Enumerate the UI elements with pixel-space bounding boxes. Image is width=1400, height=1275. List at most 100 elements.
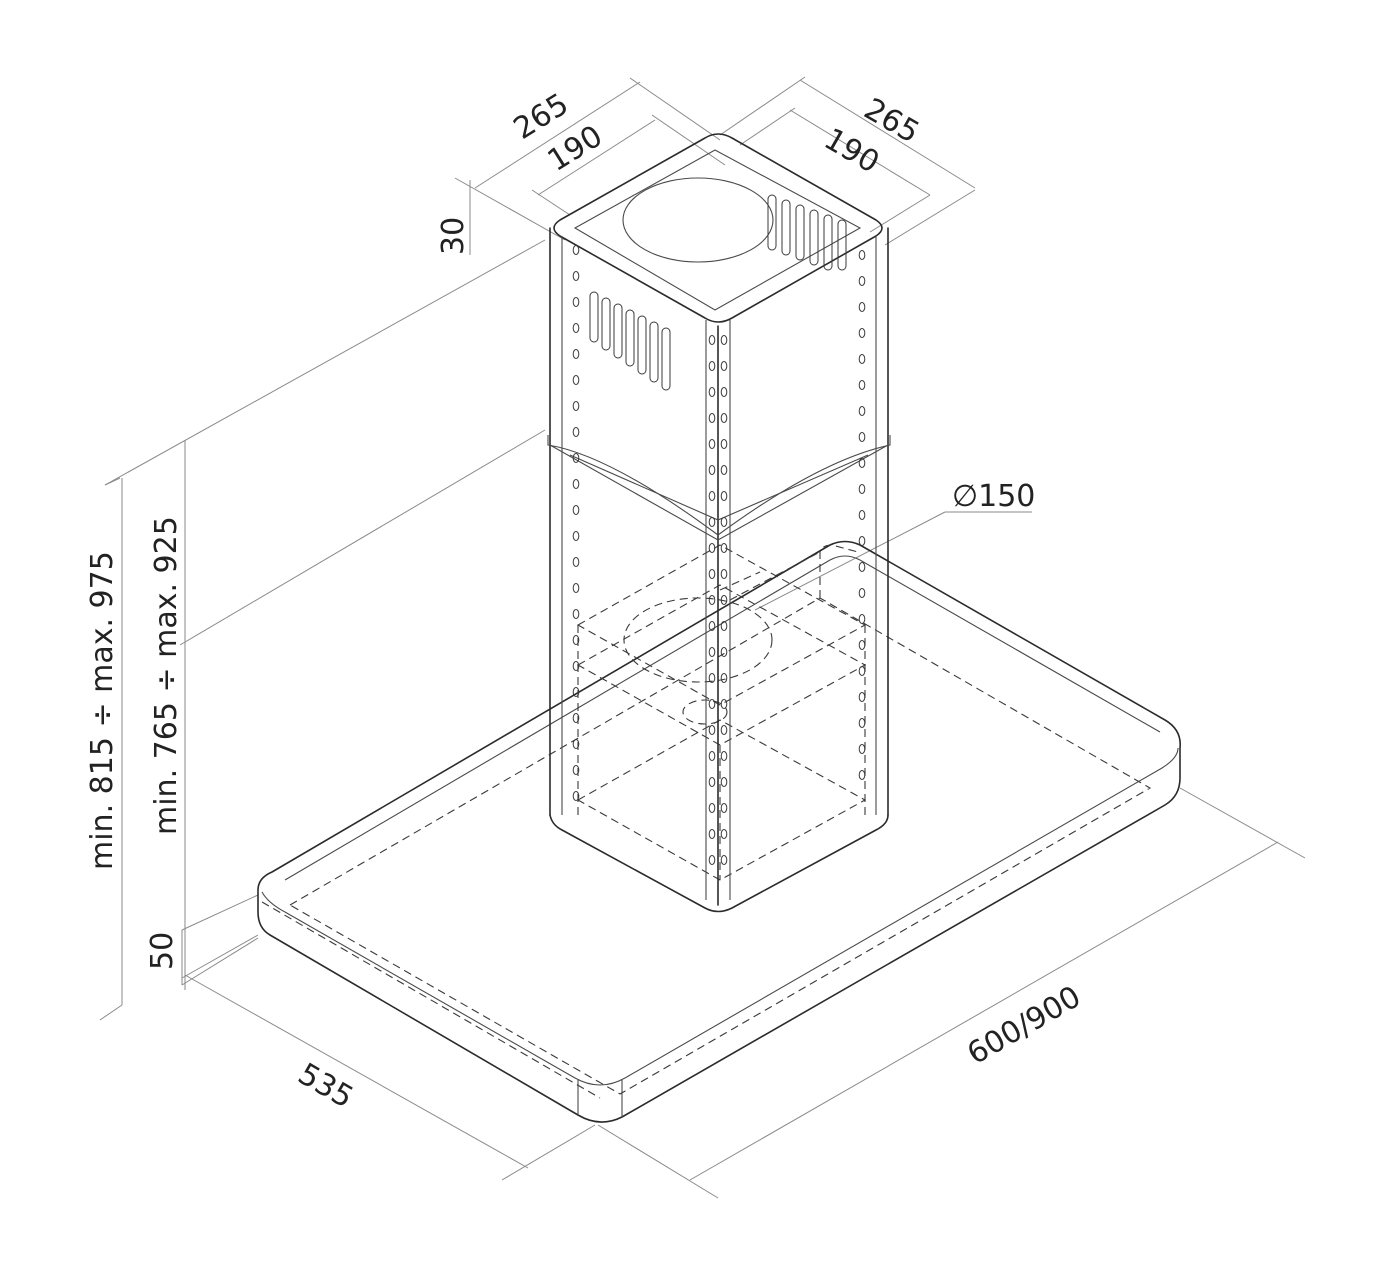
mounting-hole bbox=[708, 543, 716, 553]
mounting-hole bbox=[708, 335, 716, 345]
mounting-hole bbox=[858, 588, 866, 598]
dim-duct-diameter: ∅150 bbox=[952, 479, 1035, 514]
mounting-hole bbox=[720, 465, 728, 475]
mounting-hole bbox=[708, 465, 716, 475]
mounting-hole bbox=[858, 536, 866, 546]
dim-height-chimney: min. 765 ÷ max. 925 bbox=[149, 516, 184, 835]
mounting-hole bbox=[720, 673, 728, 683]
mounting-hole bbox=[858, 432, 866, 442]
mounting-hole bbox=[708, 751, 716, 761]
mounting-hole bbox=[858, 770, 866, 780]
mounting-hole bbox=[572, 245, 580, 255]
chimney bbox=[547, 133, 891, 913]
mounting-hole bbox=[720, 777, 728, 787]
mounting-hole bbox=[708, 699, 716, 709]
dim-width: 600/900 bbox=[962, 979, 1087, 1072]
mounting-hole bbox=[572, 323, 580, 333]
mounting-hole bbox=[720, 699, 728, 709]
mounting-hole bbox=[858, 510, 866, 520]
mounting-hole bbox=[572, 479, 580, 489]
mounting-hole bbox=[708, 595, 716, 605]
mounting-hole bbox=[858, 380, 866, 390]
mounting-hole bbox=[572, 297, 580, 307]
mounting-hole bbox=[708, 361, 716, 371]
mounting-hole bbox=[572, 661, 580, 671]
mounting-hole bbox=[858, 354, 866, 364]
mounting-hole bbox=[720, 595, 728, 605]
mounting-hole bbox=[572, 713, 580, 723]
mounting-hole bbox=[572, 557, 580, 567]
mounting-hole bbox=[720, 543, 728, 553]
vent-slots-right bbox=[767, 194, 847, 271]
mounting-hole bbox=[708, 517, 716, 527]
mounting-hole bbox=[572, 609, 580, 619]
mounting-hole bbox=[572, 401, 580, 411]
mounting-hole bbox=[572, 531, 580, 541]
mounting-hole bbox=[708, 647, 716, 657]
mounting-hole bbox=[572, 687, 580, 697]
mounting-hole bbox=[720, 751, 728, 761]
mounting-hole bbox=[720, 829, 728, 839]
dim-height-total: min. 815 ÷ max. 975 bbox=[85, 551, 120, 870]
mounting-hole bbox=[720, 439, 728, 449]
mounting-hole bbox=[720, 621, 728, 631]
mounting-hole bbox=[858, 276, 866, 286]
mounting-hole bbox=[572, 505, 580, 515]
mounting-hole bbox=[720, 569, 728, 579]
mounting-hole bbox=[708, 413, 716, 423]
mounting-hole bbox=[858, 718, 866, 728]
hidden-outline bbox=[288, 544, 1152, 1095]
mounting-hole bbox=[708, 491, 716, 501]
mounting-hole bbox=[858, 614, 866, 624]
mounting-hole bbox=[572, 739, 580, 749]
mounting-hole bbox=[720, 725, 728, 735]
mounting-hole bbox=[858, 458, 866, 468]
mounting-hole bbox=[708, 855, 716, 865]
mounting-hole bbox=[572, 349, 580, 359]
mounting-hole bbox=[720, 335, 728, 345]
mounting-holes bbox=[572, 245, 866, 865]
mounting-hole bbox=[720, 413, 728, 423]
mounting-hole bbox=[858, 484, 866, 494]
mounting-hole bbox=[708, 803, 716, 813]
mounting-hole bbox=[720, 361, 728, 371]
mounting-hole bbox=[572, 635, 580, 645]
mounting-hole bbox=[708, 569, 716, 579]
dim-canopy-thickness: 50 bbox=[145, 932, 180, 970]
mounting-hole bbox=[708, 777, 716, 787]
mounting-hole bbox=[720, 517, 728, 527]
dim-depth: 535 bbox=[292, 1057, 359, 1116]
mounting-hole bbox=[572, 765, 580, 775]
mounting-hole bbox=[572, 427, 580, 437]
mounting-hole bbox=[720, 387, 728, 397]
mounting-hole bbox=[858, 328, 866, 338]
mounting-hole bbox=[708, 387, 716, 397]
mounting-hole bbox=[572, 271, 580, 281]
mounting-hole bbox=[708, 621, 716, 631]
dimension-lines bbox=[99, 76, 1306, 1199]
mounting-hole bbox=[572, 791, 580, 801]
mounting-hole bbox=[708, 673, 716, 683]
mounting-hole bbox=[858, 406, 866, 416]
mounting-hole bbox=[708, 439, 716, 449]
mounting-hole bbox=[708, 725, 716, 735]
mounting-hole bbox=[572, 453, 580, 463]
mounting-hole bbox=[858, 302, 866, 312]
mounting-hole bbox=[720, 803, 728, 813]
mounting-hole bbox=[720, 855, 728, 865]
mounting-hole bbox=[858, 562, 866, 572]
mounting-hole bbox=[708, 829, 716, 839]
mounting-hole bbox=[858, 666, 866, 676]
mounting-hole bbox=[858, 692, 866, 702]
mounting-hole bbox=[720, 647, 728, 657]
mounting-hole bbox=[858, 250, 866, 260]
dimension-labels: 265 190 265 190 30 ∅150 min. 815 ÷ max. … bbox=[85, 87, 1087, 1116]
mounting-hole bbox=[720, 491, 728, 501]
mounting-hole bbox=[572, 375, 580, 385]
dim-top-offset: 30 bbox=[436, 217, 471, 255]
mounting-hole bbox=[858, 640, 866, 650]
mounting-hole bbox=[858, 744, 866, 754]
vent-slots-left bbox=[589, 291, 671, 391]
mounting-hole bbox=[572, 583, 580, 593]
